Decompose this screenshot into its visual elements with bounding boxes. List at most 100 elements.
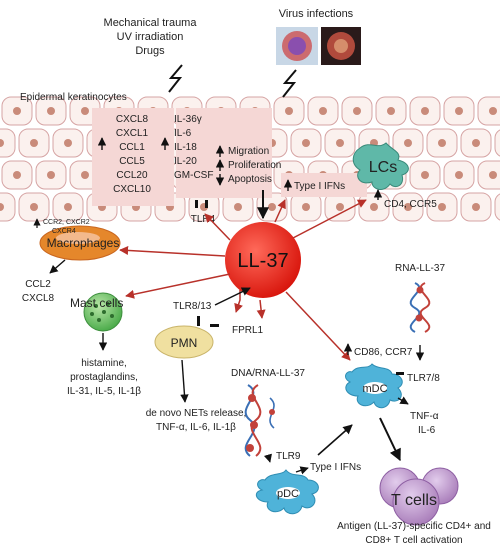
keratinocyte-nucleus bbox=[13, 171, 21, 179]
keratinocyte-nucleus bbox=[353, 107, 361, 115]
macrophages-label: Macrophages bbox=[47, 236, 120, 250]
pmn-output-2: TNF-α, IL-6, IL-1β bbox=[156, 422, 236, 433]
chemokine-item: CXCL1 bbox=[116, 128, 149, 139]
keratinocytes-label: Epidermal keratinocytes bbox=[20, 92, 127, 103]
mdc-cell: mDC bbox=[345, 363, 403, 409]
tlr813-receptor-icon bbox=[197, 316, 200, 326]
tcells-label: T cells bbox=[391, 492, 437, 509]
keratinocyte-nucleus bbox=[81, 107, 89, 115]
keratinocyte-nucleus bbox=[387, 107, 395, 115]
mast-cell bbox=[83, 292, 123, 332]
keratinocyte-cell bbox=[494, 193, 500, 221]
ll37-label: LL-37 bbox=[237, 250, 288, 272]
keratinocyte-nucleus bbox=[30, 139, 38, 147]
pdc-label: pDC bbox=[277, 488, 299, 500]
macrophage-receptor-top: CCR2, CXCR2 bbox=[43, 219, 90, 226]
keratinocyte-nucleus bbox=[438, 139, 446, 147]
tlr4-label: TLR4 bbox=[191, 214, 216, 225]
arrow-pdc-output bbox=[295, 466, 309, 475]
keratinocyte-cell bbox=[494, 129, 500, 157]
arrow-ll37-to-mdc bbox=[285, 291, 351, 361]
trigger-drugs: Drugs bbox=[135, 45, 165, 57]
chemokine-item: CCL20 bbox=[116, 170, 148, 181]
arrow-macrophage-output bbox=[49, 259, 66, 274]
macrophage-nucleus bbox=[56, 232, 100, 244]
keratinocyte-nucleus bbox=[0, 139, 4, 147]
virus-image-1 bbox=[276, 27, 318, 65]
keratinocyte-nucleus bbox=[302, 139, 310, 147]
keratinocyte-nucleus bbox=[455, 107, 463, 115]
dna-rna-ll37-label: DNA/RNA-LL-37 bbox=[231, 368, 305, 379]
keratinocyte-nucleus bbox=[336, 203, 344, 211]
chemokine-item: CCL1 bbox=[119, 142, 145, 153]
lcs-cell: LCs bbox=[352, 142, 409, 190]
keratinocyte-nucleus bbox=[13, 107, 21, 115]
mast-output-3: IL-31, IL-5, IL-1β bbox=[67, 386, 141, 397]
mast-output-1: histamine, bbox=[81, 358, 127, 369]
cytokine-item: IL-6 bbox=[174, 128, 192, 139]
effect-migration: Migration bbox=[228, 146, 269, 157]
keratinocyte-nucleus bbox=[302, 203, 310, 211]
effect-proliferation: Proliferation bbox=[228, 160, 281, 171]
arrow-pmn-to-ll37 bbox=[214, 287, 251, 306]
lightning-icon bbox=[168, 64, 183, 93]
arrow-ll37-to-fprl1 bbox=[256, 299, 266, 319]
arrow-mdc-output bbox=[397, 396, 409, 405]
keratinocyte-cell bbox=[0, 192, 16, 222]
keratinocyte-nucleus bbox=[47, 107, 55, 115]
arrow-dna-to-tlr9 bbox=[263, 453, 272, 463]
tcells-output-1: Antigen (LL-37)-specific CD4+ and bbox=[337, 521, 491, 532]
arrow-pmn-output bbox=[180, 359, 189, 403]
arrow-ll37-to-lcs bbox=[292, 199, 367, 239]
arrow-ll37-to-keratinocytes bbox=[204, 213, 231, 241]
tlr813-label: TLR8/13 bbox=[173, 301, 212, 312]
macrophage-output-cxcl8: CXCL8 bbox=[22, 293, 55, 304]
keratinocyte-nucleus bbox=[47, 171, 55, 179]
keratinocyte-nucleus bbox=[64, 139, 72, 147]
keratinocyte-nucleus bbox=[404, 139, 412, 147]
tcells-output-2: CD8+ T cell activation bbox=[365, 535, 462, 546]
keratinocyte-nucleus bbox=[472, 139, 480, 147]
type1-ifn-box bbox=[281, 173, 367, 197]
cytokine-item: IL-36γ bbox=[174, 114, 202, 125]
pmn-cell bbox=[154, 325, 214, 359]
keratinocyte-cell bbox=[0, 128, 16, 158]
pdc-output: Type I IFNs bbox=[310, 462, 361, 473]
keratinocyte-nucleus bbox=[234, 203, 242, 211]
keratinocyte-nucleus bbox=[421, 107, 429, 115]
lightning-icon bbox=[282, 69, 297, 98]
macrophage-receptor-bottom: CXCR4 bbox=[52, 228, 76, 235]
keratinocyte-nucleus bbox=[370, 203, 378, 211]
keratinocyte-nucleus bbox=[64, 203, 72, 211]
mast-output-2: prostaglandins, bbox=[70, 372, 138, 383]
tlr4-receptor-icon bbox=[195, 200, 198, 208]
arrow-ll37-to-ifn bbox=[274, 199, 286, 223]
lcs-markers: CD4, CCR5 bbox=[384, 199, 437, 210]
fprl1-label: FPRL1 bbox=[232, 325, 264, 336]
mdc-output-il6: IL-6 bbox=[418, 425, 436, 436]
arrow-ll37-to-mast-cells bbox=[125, 273, 231, 299]
keratinocyte-nucleus bbox=[404, 203, 412, 211]
cytokine-item: IL-20 bbox=[174, 156, 197, 167]
chemokine-item: CCL5 bbox=[119, 156, 145, 167]
type1-ifn-label: Type I IFNs bbox=[294, 181, 345, 192]
cytokine-item: GM-CSF bbox=[174, 170, 213, 181]
keratinocyte-nucleus bbox=[489, 171, 497, 179]
keratinocyte-nucleus bbox=[438, 203, 446, 211]
fprl1-receptor-icon bbox=[210, 324, 219, 327]
keratinocyte-nucleus bbox=[472, 203, 480, 211]
tlr78-receptor-icon bbox=[396, 372, 404, 375]
keratinocyte-nucleus bbox=[30, 203, 38, 211]
ll37-node bbox=[225, 222, 301, 298]
keratinocyte-nucleus bbox=[268, 203, 276, 211]
mdc-markers: CD86, CCR7 bbox=[354, 347, 413, 358]
keratinocyte-nucleus bbox=[489, 107, 497, 115]
keratinocyte-nucleus bbox=[455, 171, 463, 179]
rna-ll37-label: RNA-LL-37 bbox=[395, 263, 445, 274]
keratinocyte-nucleus bbox=[319, 107, 327, 115]
effect-apoptosis: Apoptosis bbox=[228, 174, 272, 185]
keratinocyte-nucleus bbox=[0, 203, 4, 211]
mast-cells-label: Mast cells bbox=[70, 296, 123, 310]
